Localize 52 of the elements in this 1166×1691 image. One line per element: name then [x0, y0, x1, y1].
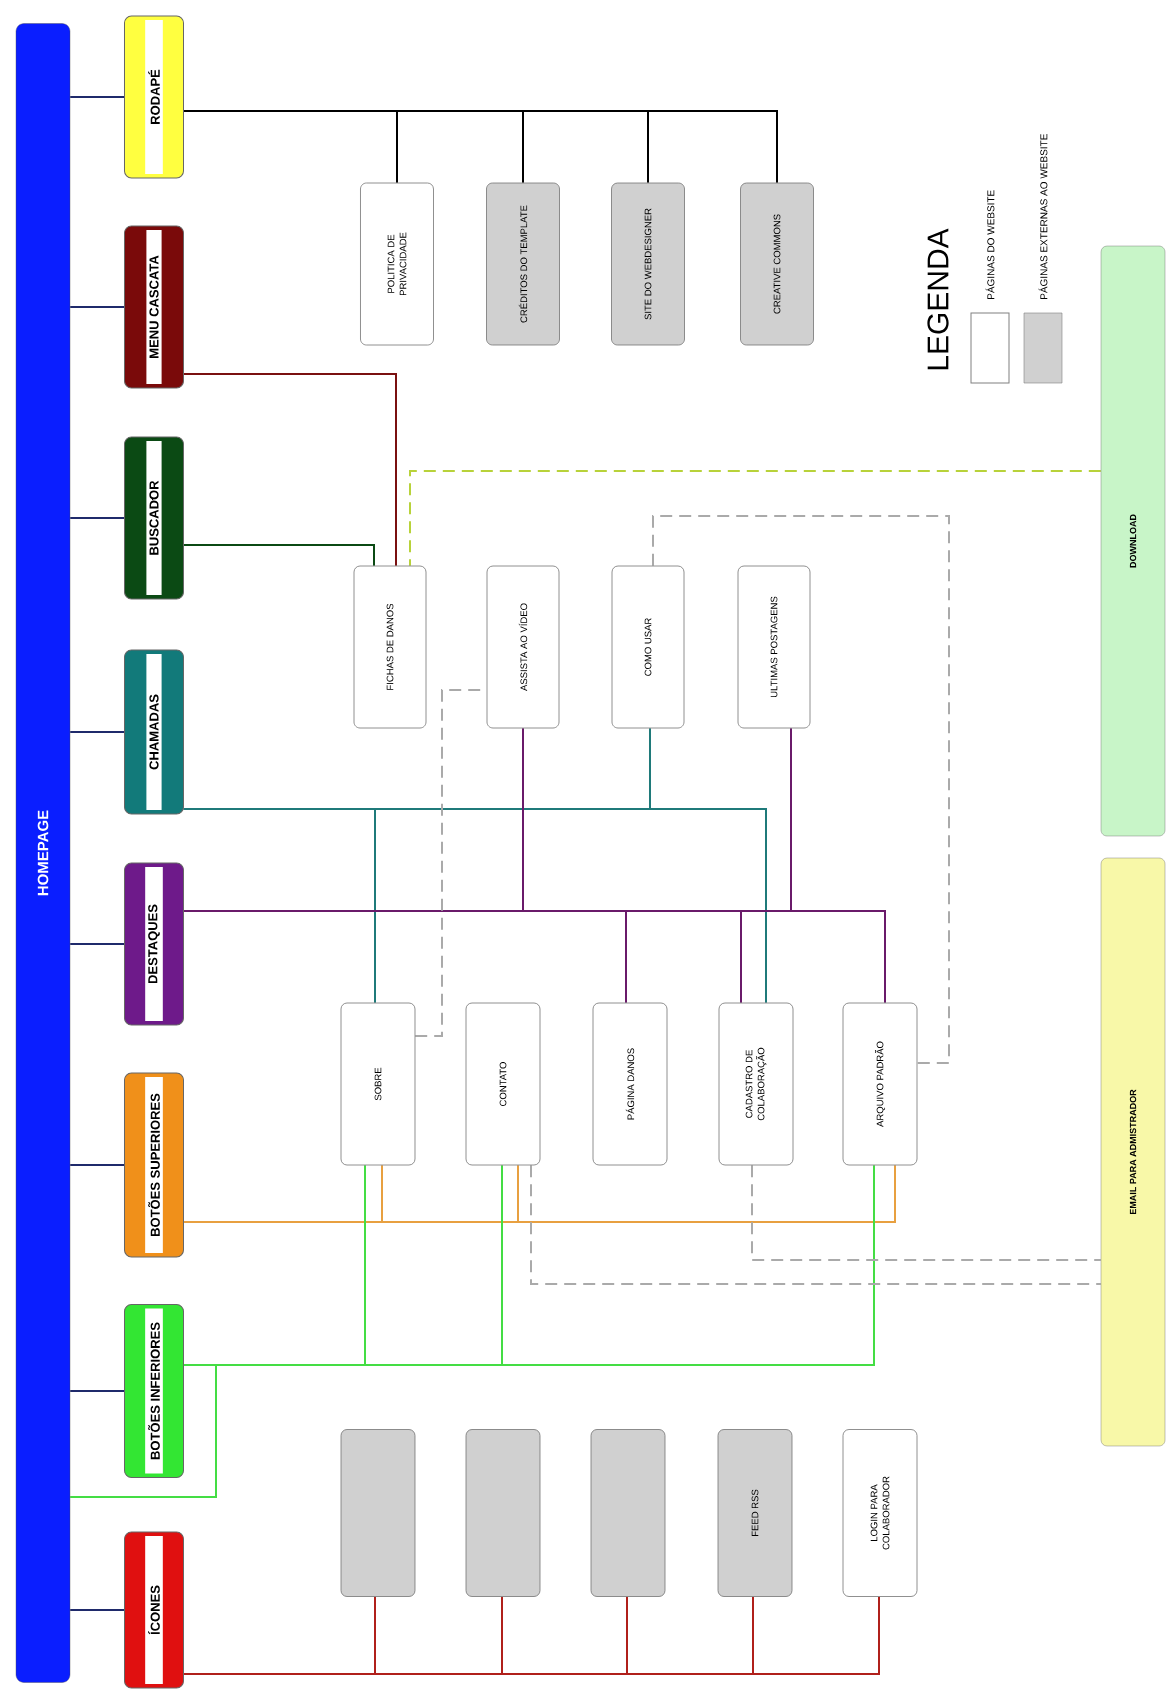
page-box: PÁGINA DANOS	[592, 1002, 668, 1166]
connector-line	[409, 470, 1102, 567]
legend-title: LEGENDA	[927, 228, 949, 370]
section-box: MENU CASCATA	[124, 225, 184, 389]
page-box: POLITICA DE PRIVACIDADE	[360, 182, 434, 346]
connector-line	[182, 373, 397, 567]
page-box: EMAIL PARA ADMISTRADOR	[1100, 857, 1166, 1447]
section-box: RODAPÉ	[124, 15, 184, 179]
page-box: ARQUIVO PADRÃO	[842, 1002, 918, 1166]
page-box: CREATIVE COMMONS	[740, 182, 814, 346]
section-box: BOTÕES INFERIORES	[124, 1304, 184, 1478]
connector-line	[652, 515, 950, 1064]
page-box: CRÉDITOS DO TEMPLATE	[486, 182, 560, 346]
page-box: ASSISTA AO VÍDEO	[486, 565, 560, 729]
page-box: SITE DO WEBDESIGNER	[611, 182, 685, 346]
connector-line	[182, 808, 767, 1004]
page-box: DOWNLOAD	[1100, 245, 1166, 837]
page-box: FEED RSS	[717, 1429, 793, 1597]
section-box: DESTAQUES	[124, 862, 184, 1026]
page-box: ULTIMAS POSTAGENS	[737, 565, 811, 729]
connector-line	[182, 110, 778, 184]
page-box	[465, 1429, 541, 1597]
section-box: CHAMADAS	[124, 649, 184, 815]
connector-line	[182, 1164, 896, 1223]
connector-line	[751, 1164, 1102, 1261]
page-box: COMO USAR	[611, 565, 685, 729]
connector-line	[182, 910, 886, 1004]
page-box: LOGIN PARA COLABORADOR	[842, 1429, 918, 1597]
connector-line	[69, 943, 126, 945]
page-box: CONTATO	[465, 1002, 541, 1166]
connector-line	[182, 544, 375, 567]
connector-line	[69, 96, 126, 98]
page-box	[590, 1429, 666, 1597]
connector-line	[69, 517, 126, 519]
connector-line	[69, 731, 126, 733]
legend-label: PÁGINAS EXTERNAS AO WEBSITE	[1038, 134, 1048, 299]
connector-line	[530, 1164, 1102, 1285]
legend-label: PÁGINAS DO WEBSITE	[985, 190, 995, 299]
page-box: CADASTRO DE COLABORAÇÃO	[718, 1002, 794, 1166]
homepage-bar: HOMEPAGE	[15, 23, 71, 1683]
page-box: FICHAS DE DANOS	[353, 565, 427, 729]
section-box: ÍCONES	[124, 1531, 184, 1689]
section-box: BUSCADOR	[124, 436, 184, 600]
section-box: BOTÕES SUPERIORES	[124, 1072, 184, 1258]
page-box: SOBRE	[340, 1002, 416, 1166]
connector-line	[69, 1364, 217, 1498]
connector-line	[69, 1390, 126, 1392]
connector-line	[69, 1164, 126, 1166]
connector-line	[182, 1595, 880, 1675]
page-box	[340, 1429, 416, 1597]
connector-line	[69, 306, 126, 308]
connector-line	[69, 1609, 126, 1611]
